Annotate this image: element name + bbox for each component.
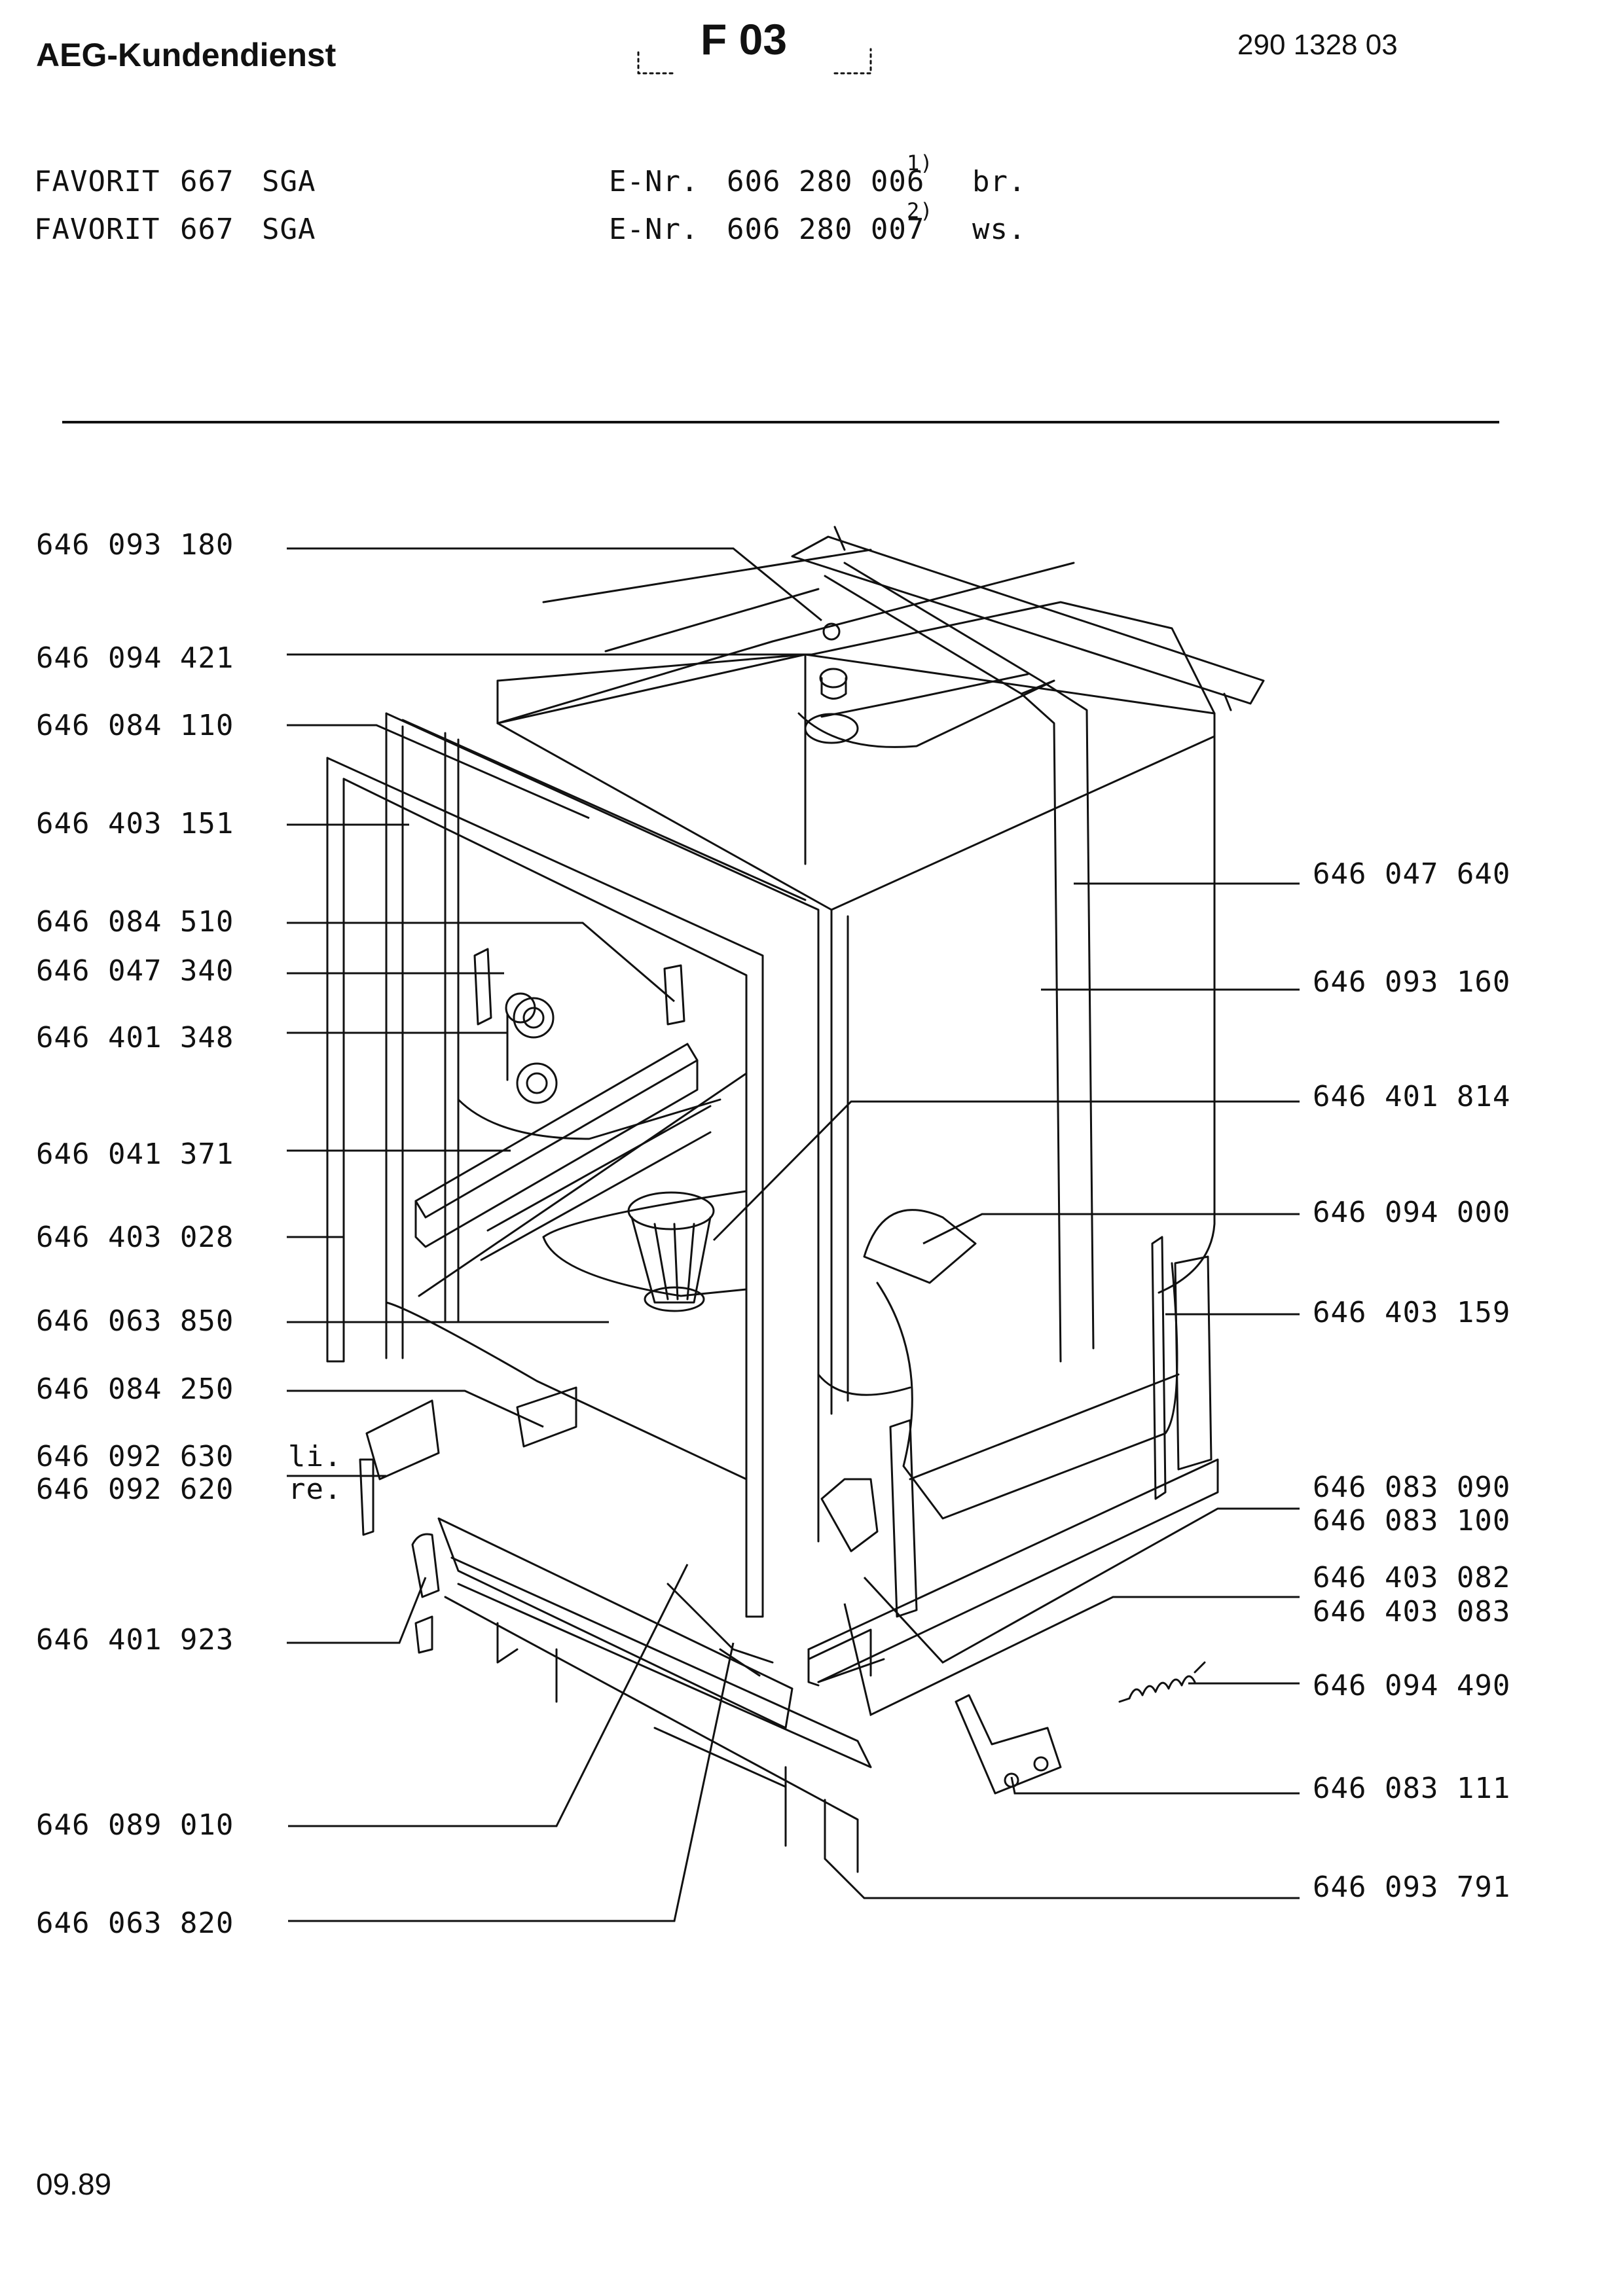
part-number-label: 646 063 850 — [36, 1304, 234, 1338]
part-number-label: 646 401 348 — [36, 1021, 234, 1054]
part-number-label: 646 092 620 — [36, 1473, 234, 1506]
part-number-label: 646 401 923 — [36, 1623, 234, 1657]
model-name: FAVORIT — [34, 165, 160, 198]
model-variant: SGA — [262, 165, 316, 198]
document-number: 290 1328 03 — [1237, 29, 1398, 61]
model-number: 667 — [180, 165, 234, 198]
part-number-label: 646 083 111 — [1313, 1772, 1511, 1805]
footnote-mark: 1) — [907, 151, 934, 175]
color-code: ws. — [972, 213, 1027, 246]
model-number: 667 — [180, 213, 234, 246]
enr-label: E-Nr. — [609, 213, 699, 246]
model-name: FAVORIT — [34, 213, 160, 246]
part-number-label: 646 403 159 — [1313, 1296, 1511, 1329]
part-number-label: 646 403 083 — [1313, 1595, 1511, 1628]
part-number-label: 646 084 510 — [36, 905, 234, 939]
part-number-label: 646 092 630 — [36, 1440, 234, 1473]
enr-number: 606 280 006 — [727, 165, 925, 198]
part-number-label: 646 094 421 — [36, 641, 234, 675]
part-number-label: 646 403 082 — [1313, 1561, 1511, 1594]
side-label-left: li. — [288, 1440, 342, 1473]
part-number-label: 646 403 028 — [36, 1221, 234, 1254]
side-label-right: re. — [288, 1473, 342, 1506]
part-number-label: 646 063 820 — [36, 1907, 234, 1940]
part-number-label: 646 093 791 — [1313, 1871, 1511, 1904]
part-number-label: 646 084 110 — [36, 709, 234, 742]
footnote-mark: 2) — [907, 198, 934, 223]
part-number-label: 646 041 371 — [36, 1138, 234, 1171]
part-number-label: 646 047 340 — [36, 954, 234, 988]
divider-rule — [62, 421, 1499, 423]
part-number-label: 646 089 010 — [36, 1808, 234, 1842]
part-number-label: 646 047 640 — [1313, 857, 1511, 891]
part-number-label: 646 093 180 — [36, 528, 234, 562]
part-number-label: 646 094 000 — [1313, 1196, 1511, 1229]
part-number-label: 646 403 151 — [36, 807, 234, 840]
part-number-label: 646 084 250 — [36, 1372, 234, 1406]
model-variant: SGA — [262, 213, 316, 246]
part-number-label: 646 093 160 — [1313, 965, 1511, 999]
page-code: F 03 — [701, 15, 788, 63]
revision-date: 09.89 — [36, 2167, 112, 2201]
part-number-label: 646 094 490 — [1313, 1669, 1511, 1702]
enr-number: 606 280 007 — [727, 213, 925, 246]
color-code: br. — [972, 165, 1027, 198]
part-number-label: 646 083 100 — [1313, 1504, 1511, 1537]
part-number-label: 646 083 090 — [1313, 1471, 1511, 1504]
part-number-label: 646 401 814 — [1313, 1080, 1511, 1113]
enr-label: E-Nr. — [609, 165, 699, 198]
brand-title: AEG-Kundendienst — [36, 37, 337, 73]
